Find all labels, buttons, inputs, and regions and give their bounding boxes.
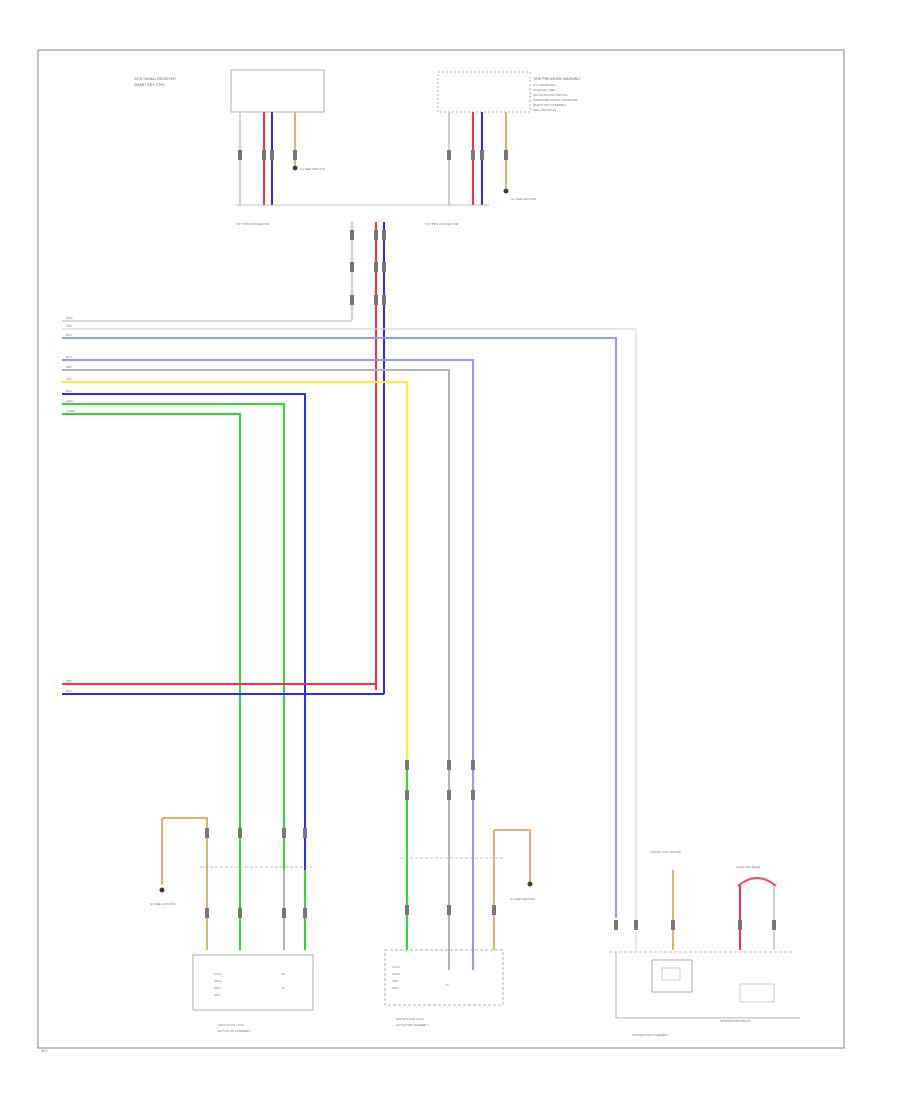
top-right-unit-line-2: WARNING TIRE xyxy=(533,88,555,92)
svg-text:YEL: YEL xyxy=(66,377,72,381)
svg-text:BLU: BLU xyxy=(66,389,72,393)
right-unit-title: INTEGRATION RELAY xyxy=(720,1019,751,1023)
right-unit-pins xyxy=(614,920,776,930)
svg-text:SW2: SW2 xyxy=(214,993,221,997)
right-ground-label: G4 SEE GROUND xyxy=(510,897,536,901)
top-left-unit-wires xyxy=(239,112,296,205)
svg-text:GRY: GRY xyxy=(66,324,72,328)
trunk-wires xyxy=(351,222,385,694)
left-door-lock-unit: LOCK UNLK SW1 SW2 M M LEFT DOOR LOCK ACT… xyxy=(192,954,314,1033)
right-unit-input-1: DOOR LOCK MOTOR xyxy=(651,850,682,854)
svg-text:PNK: PNK xyxy=(66,679,72,683)
right-door-lock-wires xyxy=(406,760,531,970)
connector-pins-top xyxy=(238,150,508,160)
right-door-lock-unit: LOCK UNLK SW1 SW2 M RIGHT DOOR LOCK ACTU… xyxy=(384,949,504,1027)
svg-text:SW1: SW1 xyxy=(392,979,399,983)
svg-text:M: M xyxy=(282,972,285,976)
top-left-unit-title: KICK SIGNAL RECEIVER xyxy=(134,77,176,81)
svg-text:UNLK: UNLK xyxy=(392,972,400,976)
ground-icon xyxy=(159,887,165,893)
top-left-unit: KICK SIGNAL RECEIVER SMART KEY CTRL xyxy=(134,69,325,113)
right-unit-caption: INTEGRATION ASSEMBLY xyxy=(632,1033,669,1037)
left-entering-wires xyxy=(62,320,636,918)
left-door-lock-pins xyxy=(205,828,307,918)
right-unit-box: INTEGRATION RELAY INTEGRATION ASSEMBLY xyxy=(615,952,800,1037)
svg-text:GRY: GRY xyxy=(66,365,72,369)
left-connector-label: TO TPMS CONNECTOR xyxy=(236,222,270,226)
right-unit-wires xyxy=(635,329,775,950)
top-right-unit-wires xyxy=(448,112,507,205)
footer-code: W-2 xyxy=(41,1049,48,1053)
svg-text:M: M xyxy=(446,983,449,987)
svg-text:L/GRN: L/GRN xyxy=(66,409,75,413)
top-right-unit-line-4: PRESSURE SIGNAL RECEIVER xyxy=(533,98,578,102)
right-door-lock-subtitle: ACTUATOR ASSEMBLY xyxy=(396,1023,429,1027)
top-right-unit: TIRE PRESSURE WARNING ECU RECEIVER WARNI… xyxy=(437,71,580,113)
svg-text:LOCK: LOCK xyxy=(392,965,400,969)
trunk-pins xyxy=(350,230,386,305)
top-right-unit-line-3: INITIALIZATION SWITCH xyxy=(533,93,567,97)
top-right-unit-line-6: SEE INDICATOR xyxy=(533,108,557,112)
svg-text:BLU: BLU xyxy=(66,333,72,337)
left-wire-labels: WHT GRY BLU BLU GRY YEL BLU GRN L/GRN PN… xyxy=(66,316,75,693)
switch-arc-icon xyxy=(737,877,777,887)
svg-text:BLU: BLU xyxy=(66,689,72,693)
right-door-lock-pins xyxy=(405,760,496,915)
top-right-ground-label: G2 SEE GROUND xyxy=(511,197,537,201)
left-ground-label: G3 SEE GROUND xyxy=(150,902,176,906)
ground-icon xyxy=(292,165,509,194)
svg-text:M: M xyxy=(282,986,285,990)
left-door-lock-title: LEFT DOOR LOCK xyxy=(218,1023,244,1027)
svg-text:UNLK: UNLK xyxy=(214,979,222,983)
svg-text:SW2: SW2 xyxy=(392,986,399,990)
right-connector-label: TO TPMS CONNECTOR xyxy=(425,222,459,226)
svg-text:SW1: SW1 xyxy=(214,986,221,990)
top-right-unit-line-1: ECU RECEIVER xyxy=(533,83,556,87)
right-unit-input-2: LIGHT SIG BEAM xyxy=(736,865,761,869)
svg-text:WHT: WHT xyxy=(66,316,73,320)
svg-text:LOCK: LOCK xyxy=(214,972,222,976)
ground-icon xyxy=(527,881,533,887)
svg-text:GRN: GRN xyxy=(66,399,73,403)
top-left-unit-subtitle: SMART KEY CTRL xyxy=(134,83,165,87)
left-door-lock-subtitle: ACTUATOR ASSEMBLY xyxy=(218,1029,251,1033)
right-door-lock-title: RIGHT DOOR LOCK xyxy=(396,1017,424,1021)
diagram-frame xyxy=(37,49,845,1049)
svg-text:BLU: BLU xyxy=(66,355,72,359)
top-right-unit-line-5: SMART KEY ASSEMBLY xyxy=(533,103,567,107)
top-left-ground-label: G1 SEE GROUND xyxy=(300,167,326,171)
top-right-unit-title: TIRE PRESSURE WARNING xyxy=(533,77,580,81)
